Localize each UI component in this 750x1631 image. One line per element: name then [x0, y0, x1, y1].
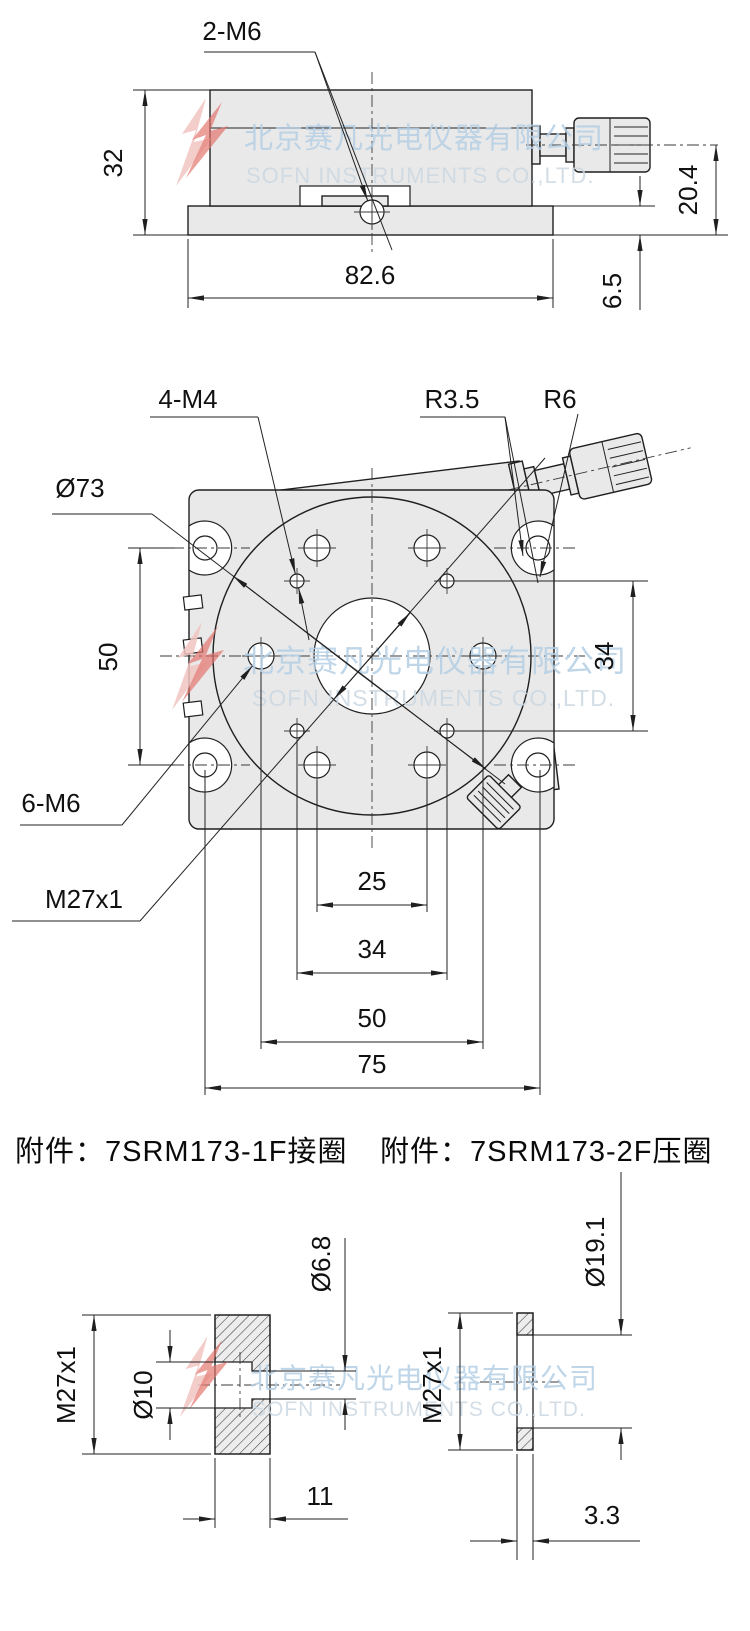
clamp-width-label: 3.3 [584, 1500, 620, 1530]
watermark-en: SOFN INSTRUMENTS CO.,LTD. [252, 685, 615, 711]
side-view-dimensions: 2-M6 32 82.6 20.4 6.5 [98, 16, 728, 310]
platform-dia-label: Ø73 [55, 473, 104, 503]
adapter-width-label: 11 [307, 1481, 334, 1511]
dim-82-6-label: 82.6 [345, 260, 396, 290]
dim-25-label: 25 [358, 866, 387, 896]
dim-34v-label: 34 [589, 642, 619, 671]
adapter-ring-dimensions: M27x1 Ø10 Ø6.8 11 [51, 1236, 356, 1528]
side-view-geometry [187, 72, 718, 252]
adapter-ring-geometry [198, 1314, 340, 1455]
dim-6-5-label: 6.5 [597, 273, 627, 309]
sofn-logo-icon [180, 1336, 228, 1417]
sofn-logo-icon [172, 622, 224, 710]
thread-callout-label: 2-M6 [202, 16, 261, 46]
adapter-bore-label: Ø10 [128, 1370, 158, 1419]
dim-75-label: 75 [358, 1049, 387, 1079]
watermark-en: SOFN INSTRUMENTS CO.,LTD. [246, 163, 595, 188]
clamp-thread-label: M27x1 [417, 1346, 447, 1424]
corner-slots [172, 520, 578, 793]
edge-notch [182, 700, 204, 718]
dim-34-label: 34 [358, 934, 387, 964]
center-thread-callout: M27x1 [45, 884, 123, 914]
clamp-aperture-label: Ø19.1 [580, 1217, 610, 1288]
watermark-en: SOFN INSTRUMENTS CO.,LTD. [252, 1398, 586, 1421]
fillet-outer-label: R6 [543, 384, 576, 414]
dim-32-label: 32 [98, 149, 128, 178]
adapter-aperture-label: Ø6.8 [306, 1236, 336, 1292]
clamp-ring-title: 附件：7SRM173-2F压圈 [380, 1135, 712, 1168]
m6-callout-label: 6-M6 [21, 788, 80, 818]
watermark-cn: 北京赛凡光电仪器有限公司 [243, 644, 627, 679]
fillet-inner-label: R3.5 [425, 384, 480, 414]
locking-knob [466, 773, 523, 830]
sofn-logo-icon [176, 98, 228, 186]
micrometer-knob-side [526, 117, 718, 173]
clamp-ring-dimensions: Ø19.1 M27x1 3.3 [417, 1172, 640, 1560]
adapter-ring-title: 附件：7SRM173-1F接圈 [15, 1135, 347, 1168]
dim-50-label: 50 [358, 1003, 387, 1033]
plan-view-dimensions: 4-M4 R3.5 R6 Ø73 50 34 6-M6 M27x1 [12, 384, 648, 1095]
watermark-middle: 北京赛凡光电仪器有限公司 SOFN INSTRUMENTS CO.,LTD. [172, 622, 627, 711]
edge-notch [182, 594, 204, 611]
plan-view-geometry [160, 432, 691, 848]
dim-20-4-label: 20.4 [673, 165, 703, 216]
watermark-cn: 北京赛凡光电仪器有限公司 [250, 1363, 598, 1394]
m4-callout-label: 4-M4 [158, 384, 217, 414]
clamp-tongue [321, 195, 389, 207]
watermark-bottom: 北京赛凡光电仪器有限公司 SOFN INSTRUMENTS CO.,LTD. [180, 1336, 598, 1421]
dim-50v-label: 50 [93, 643, 123, 672]
watermark-top: 北京赛凡光电仪器有限公司 SOFN INSTRUMENTS CO.,LTD. [176, 98, 604, 188]
clamp-ring-geometry [480, 1312, 560, 1451]
watermark-cn: 北京赛凡光电仪器有限公司 [244, 122, 604, 155]
adapter-thread-label: M27x1 [51, 1346, 81, 1424]
